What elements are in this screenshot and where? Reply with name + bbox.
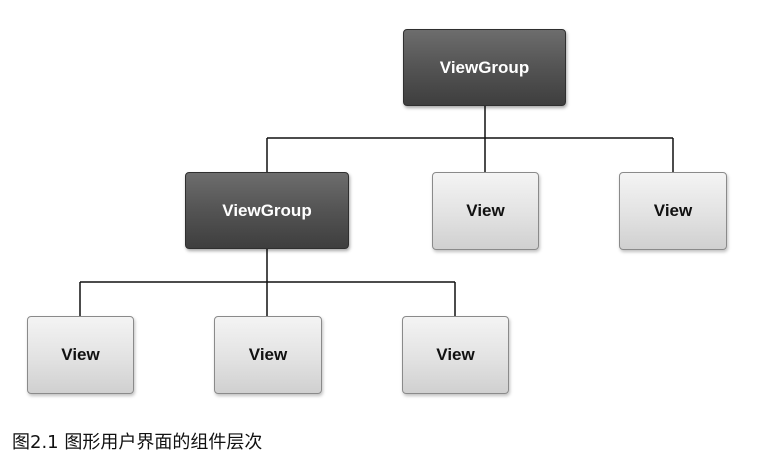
connector-lines	[79, 106, 674, 316]
view-node-label: View	[61, 345, 100, 364]
view-node-bottom-2: View	[214, 316, 322, 394]
figure-caption: 图2.1 图形用户界面的组件层次	[12, 432, 263, 453]
view-node-bottom-3: View	[402, 316, 509, 394]
viewgroup-child-label: ViewGroup	[222, 200, 312, 220]
viewgroup-child-node: ViewGroup	[185, 172, 349, 249]
view-node-label: View	[653, 201, 693, 220]
viewgroup-root-node: ViewGroup	[403, 29, 566, 106]
view-node-top-2: View	[619, 172, 727, 250]
view-node-label: View	[436, 345, 475, 364]
view-hierarchy-diagram: ViewGroup ViewGroup View View View View …	[27, 29, 727, 394]
viewgroup-root-label: ViewGroup	[439, 57, 530, 77]
view-node-label: View	[248, 345, 288, 364]
view-node-label: View	[466, 201, 505, 220]
view-node-top-1: View	[432, 172, 539, 250]
view-node-bottom-1: View	[27, 316, 134, 394]
